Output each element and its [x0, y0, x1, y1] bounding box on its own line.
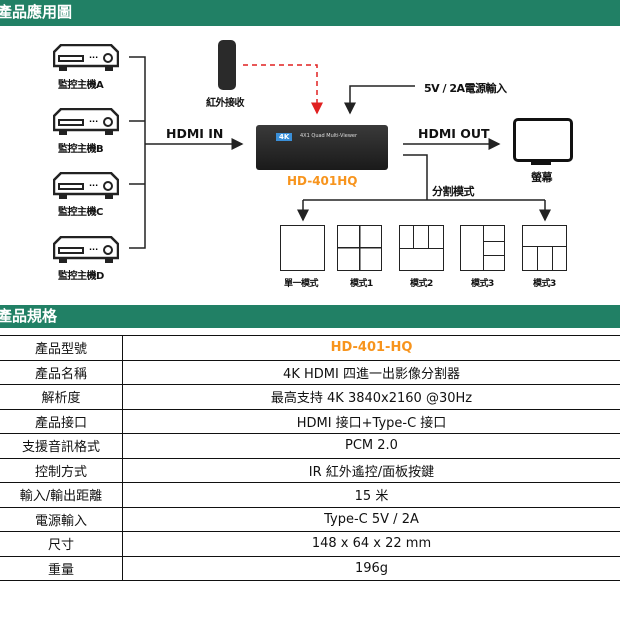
- split-mode-label: 分割模式: [432, 185, 475, 198]
- mode-3: [460, 225, 505, 271]
- source-label: 監控主機D: [58, 271, 104, 282]
- svg-text:···: ···: [89, 181, 98, 190]
- spec-key: 電源輸入: [0, 506, 123, 532]
- mode-1: [337, 225, 382, 271]
- spec-value: PCM 2.0: [122, 433, 620, 459]
- spec-key: 產品名稱: [0, 359, 123, 385]
- mode-label: 模式3: [533, 279, 556, 289]
- spec-value: 4K HDMI 四進一出影像分割器: [122, 359, 620, 385]
- spec-key: 尺寸: [0, 531, 123, 557]
- mode-3b: [522, 225, 567, 271]
- hdmi-in-label: HDMI IN: [166, 126, 224, 141]
- section-header-diagram: 產品應用圖: [0, 0, 620, 26]
- table-row: 解析度最高支持 4K 3840x2160 @30Hz: [0, 384, 620, 410]
- spec-key: 產品型號: [0, 335, 123, 361]
- diagram-lines: [129, 56, 551, 249]
- spec-value: 148 x 64 x 22 mm: [122, 531, 620, 557]
- power-label: 5V / 2A電源輸入: [424, 82, 507, 95]
- spec-value: 196g: [122, 555, 620, 581]
- spec-key: 產品接口: [0, 408, 123, 434]
- remote-icon: [218, 40, 236, 90]
- mode-label: 模式3: [471, 279, 494, 289]
- spec-value: HD-401-HQ: [122, 335, 620, 361]
- device-image: 4K 4X1 Quad Multi-Viewer: [256, 125, 388, 170]
- mode-2: [399, 225, 444, 271]
- hdmi-out-label: HDMI OUT: [418, 126, 490, 141]
- dvr-icon: ···: [53, 108, 119, 135]
- monitor-label: 螢幕: [531, 171, 553, 184]
- dvr-icon: ···: [53, 44, 119, 71]
- spec-key: 重量: [0, 555, 123, 581]
- mode-label: 單一模式: [284, 279, 319, 289]
- mode-single: [280, 225, 325, 271]
- device-text: 4X1 Quad Multi-Viewer: [300, 133, 358, 139]
- spec-value: Type-C 5V / 2A: [122, 506, 620, 532]
- remote-label: 紅外接收: [206, 98, 245, 109]
- svg-text:···: ···: [89, 53, 98, 62]
- spec-key: 控制方式: [0, 457, 123, 483]
- spec-value: IR 紅外遙控/面板按鍵: [122, 457, 620, 483]
- dvr-icon: ···: [53, 236, 119, 263]
- device-badge: 4K: [276, 133, 293, 141]
- mode-label: 模式2: [410, 279, 433, 289]
- mode-label: 模式1: [350, 279, 373, 289]
- section-header-specs: 產品規格: [0, 305, 620, 328]
- spec-key: 解析度: [0, 384, 123, 410]
- source-label: 監控主機A: [58, 80, 104, 91]
- spec-value: 15 米: [122, 482, 620, 508]
- spec-key: 支援音訊格式: [0, 433, 123, 459]
- svg-text:···: ···: [89, 245, 98, 254]
- spec-value: HDMI 接口+Type-C 接口: [122, 408, 620, 434]
- source-label: 監控主機B: [58, 144, 104, 155]
- monitor-stand: [531, 161, 551, 165]
- spec-value: 最高支持 4K 3840x2160 @30Hz: [122, 384, 620, 410]
- spec-key: 輸入/輸出距離: [0, 482, 123, 508]
- device-label: HD-401HQ: [287, 174, 358, 188]
- dvr-icon: ···: [53, 172, 119, 199]
- source-label: 監控主機C: [58, 207, 103, 218]
- svg-text:···: ···: [89, 117, 98, 126]
- monitor-icon: [513, 118, 573, 162]
